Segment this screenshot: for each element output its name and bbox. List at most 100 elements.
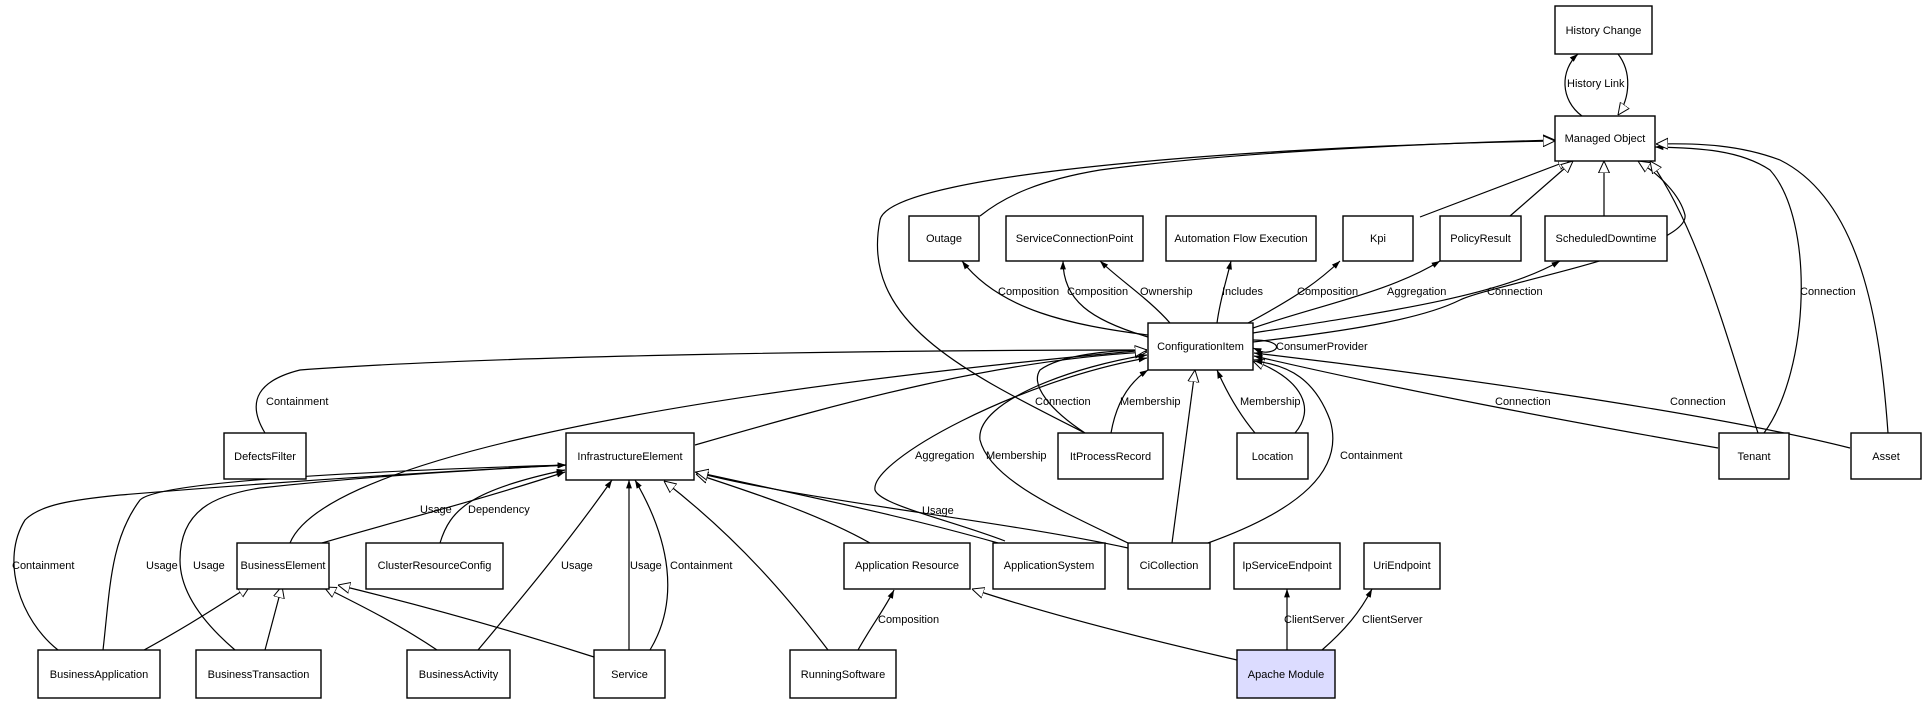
svg-text:ConfigurationItem: ConfigurationItem [1157,341,1244,353]
node-uri-endpoint[interactable]: UriEndpoint [1363,542,1441,590]
edge-business-transaction-infra-usage [179,462,567,651]
label-connection-itpr: Connection [1035,396,1091,408]
node-kpi[interactable]: Kpi [1342,215,1414,262]
edge-ci-downtime-connection [1252,260,1561,334]
svg-text:DefectsFilter: DefectsFilter [234,451,296,463]
node-location[interactable]: Location [1236,432,1309,480]
label-connection-asset: Connection [1670,396,1726,408]
label-composition-outage: Composition [998,286,1059,298]
edge-application-system-infra [696,472,999,544]
svg-text:Managed Object: Managed Object [1565,133,1646,145]
node-service[interactable]: Service [593,649,666,699]
label-containment-business-application: Containment [12,560,74,572]
node-business-element[interactable]: BusinessElement [236,542,330,590]
node-business-activity[interactable]: BusinessActivity [406,649,511,699]
edge-ci-policy-aggregation [1252,260,1441,329]
edge-running-software-ar-composition [857,589,895,651]
node-business-application[interactable]: BusinessApplication [37,649,161,699]
node-ip-service-endpoint[interactable]: IpServiceEndpoint [1233,542,1341,590]
edge-business-activity-infra-usage [477,479,613,651]
node-asset[interactable]: Asset [1850,432,1922,480]
edge-tenant-ci-connection [1253,355,1719,449]
svg-text:BusinessApplication: BusinessApplication [50,669,148,681]
label-composition-kpi: Composition [1297,286,1358,298]
label-containment-service: Containment [670,560,732,572]
node-application-resource[interactable]: Application Resource [843,542,971,590]
edge-kpi-to-managed-object [1419,160,1570,218]
label-composition-scp: Composition [1067,286,1128,298]
label-includes: Includes [1222,286,1263,298]
svg-text:RunningSoftware: RunningSoftware [801,669,885,681]
edge-business-application-infra-usage [102,462,567,651]
node-automation-flow-execution[interactable]: Automation Flow Execution [1165,215,1317,262]
edge-ci-to-managed-object [1252,161,1686,343]
edge-business-activity-be [324,587,438,651]
edge-application-resource-infra [696,474,871,544]
node-it-process-record[interactable]: ItProcessRecord [1057,432,1164,480]
edge-asset-to-managed-object [1656,144,1889,434]
edge-ci-consumer-provider [1252,339,1278,354]
edge-business-element-ci [289,350,1147,544]
svg-text:IpServiceEndpoint: IpServiceEndpoint [1242,560,1331,572]
label-aggregation-cicollection: Aggregation [915,450,974,462]
node-outage[interactable]: Outage [908,215,980,262]
svg-text:Location: Location [1252,451,1294,463]
label-containment-cicollection: Containment [1340,450,1402,462]
svg-text:Apache Module: Apache Module [1248,669,1324,681]
edge-cicollection-ci-generalization [1171,370,1195,544]
label-history-link: History Link [1567,78,1625,90]
label-usage-service: Usage [630,560,662,572]
label-ownership: Ownership [1140,286,1193,298]
svg-text:BusinessElement: BusinessElement [241,560,326,572]
edge-location-ci-generalization [1252,360,1306,434]
svg-text:Application Resource: Application Resource [855,560,959,572]
edge-managed-object-tenant-connection [1654,144,1802,434]
svg-text:History Change: History Change [1566,25,1642,37]
label-connection-tenant: Connection [1495,396,1551,408]
edge-running-software-infra [664,481,829,651]
svg-text:Automation Flow Execution: Automation Flow Execution [1174,233,1307,245]
node-configuration-item[interactable]: ConfigurationItem [1147,322,1254,371]
node-cluster-resource-config[interactable]: ClusterResourceConfig [365,542,504,590]
label-membership-location: Membership [1240,396,1301,408]
node-business-transaction[interactable]: BusinessTransaction [195,649,322,699]
node-history-change[interactable]: History Change [1554,5,1653,55]
node-tenant[interactable]: Tenant [1718,432,1790,480]
label-usage-business-element: Usage [420,504,452,516]
svg-text:Outage: Outage [926,233,962,245]
edge-service-infra-containment [634,479,669,651]
edge-apache-module-uri-clientserver [1321,588,1373,651]
svg-text:ServiceConnectionPoint: ServiceConnectionPoint [1016,233,1133,245]
node-service-connection-point[interactable]: ServiceConnectionPoint [1005,215,1144,262]
edge-business-application-be [134,586,250,656]
node-ci-collection[interactable]: CiCollection [1127,542,1211,590]
edge-ci-scp-composition [1060,260,1149,338]
svg-text:PolicyResult: PolicyResult [1450,233,1511,245]
edge-apache-module-ar [972,589,1238,661]
svg-text:CiCollection: CiCollection [1140,560,1199,572]
node-infrastructure-element[interactable]: InfrastructureElement [565,432,695,481]
edge-infrastructure-to-ci [694,352,1147,446]
node-policy-result[interactable]: PolicyResult [1439,215,1522,262]
edge-cicollection-infra-usage [694,471,1129,549]
node-scheduled-downtime[interactable]: ScheduledDowntime [1544,215,1668,262]
label-aggregation-policy: Aggregation [1387,286,1446,298]
edge-cicollection-ci-aggregation [874,356,1148,542]
edge-ci-scp-ownership [1099,260,1171,324]
node-defects-filter[interactable]: DefectsFilter [223,432,307,480]
svg-text:Tenant: Tenant [1737,451,1770,463]
edge-ci-outage-composition [961,260,1149,336]
svg-text:ScheduledDowntime: ScheduledDowntime [1556,233,1657,245]
node-managed-object[interactable]: Managed Object [1554,115,1656,162]
edge-itpr-ci-membership [1110,369,1149,434]
svg-text:InfrastructureElement: InfrastructureElement [577,451,682,463]
edge-service-be [338,585,595,658]
node-apache-module[interactable]: Apache Module [1236,649,1336,699]
svg-text:BusinessActivity: BusinessActivity [419,669,499,681]
label-clientserver-ip: ClientServer [1284,614,1345,626]
node-application-system[interactable]: ApplicationSystem [992,542,1106,590]
label-usage-business-activity: Usage [561,560,593,572]
svg-text:UriEndpoint: UriEndpoint [1373,560,1430,572]
node-running-software[interactable]: RunningSoftware [789,649,897,699]
